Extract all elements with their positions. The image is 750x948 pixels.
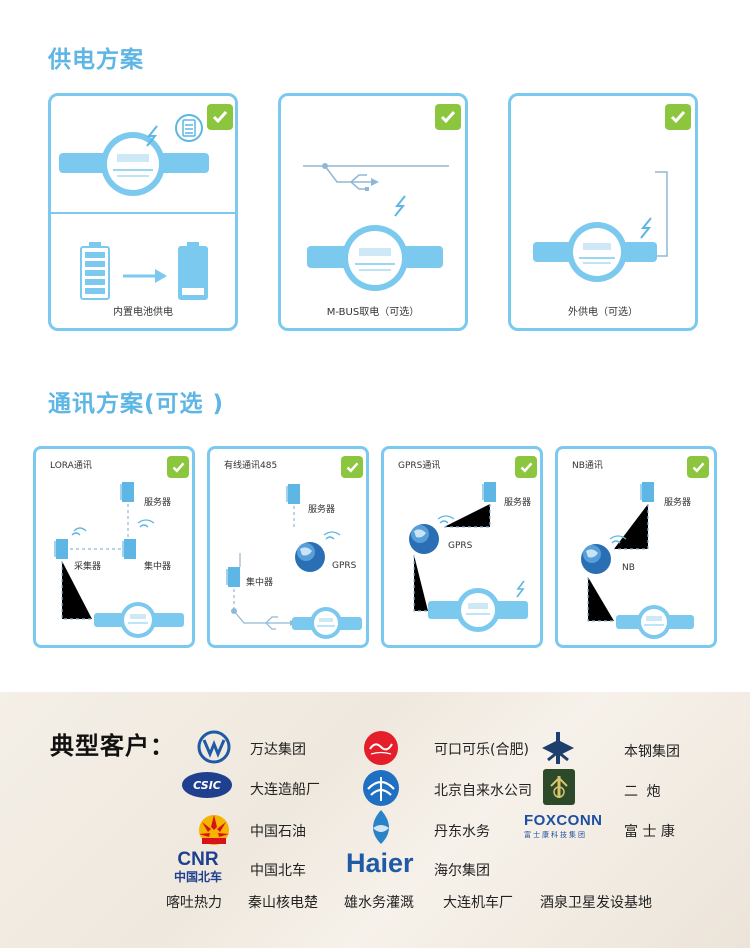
- csic-logo-icon: CSIC: [182, 772, 232, 798]
- lora-diagram: [54, 482, 184, 638]
- beijing-water-logo-icon: [363, 770, 399, 806]
- water-meter-icon: [94, 602, 184, 638]
- empty-battery-icon: [178, 242, 208, 300]
- customers-section: 典型客户： 万达集团 可口可乐(合肥) 本钢集团 CSIC 大连造船厂 北京自来…: [0, 692, 750, 948]
- server-icon: [482, 482, 496, 502]
- bottom-customer: 大连机车厂: [443, 895, 513, 911]
- erpao-logo-icon: [543, 769, 575, 805]
- power-section-title: 供电方案: [48, 47, 144, 73]
- water-meter-icon: [59, 132, 209, 196]
- nb-diagram: [581, 482, 694, 639]
- power-card-battery: 内置电池供电: [48, 93, 238, 331]
- bengang-logo-icon: [542, 732, 574, 764]
- server-label: 服务器: [664, 498, 692, 508]
- dandong-water-logo-icon: [373, 810, 389, 844]
- check-icon: [207, 104, 233, 130]
- check-icon: [515, 456, 537, 478]
- customer-name: 丹东水务: [434, 824, 490, 840]
- comm-card-label: LORA通讯: [50, 461, 92, 471]
- server-label: 服务器: [144, 498, 172, 508]
- server-icon: [286, 484, 300, 504]
- comm-card-nb: NB通讯 服务器 NB: [555, 446, 717, 648]
- check-icon: [665, 104, 691, 130]
- bottom-customer: 喀吐热力: [166, 895, 222, 911]
- gprs-label: GPRS: [332, 561, 357, 571]
- comm-card-gprs: GPRS通讯 服务器 GPRS: [381, 446, 543, 648]
- customer-name: 北京自来水公司: [434, 783, 532, 799]
- battery-illustration: [51, 114, 235, 300]
- gprs-label: GPRS: [448, 541, 473, 551]
- customer-name: 富 士 康: [624, 824, 675, 840]
- server-icon: [120, 482, 134, 502]
- cnr-logo-text: CNR: [177, 849, 219, 870]
- check-icon: [341, 456, 363, 478]
- power-card-external: 外供电（可选）: [508, 93, 698, 331]
- customer-name: 大连造船厂: [250, 782, 320, 798]
- globe-icon: [295, 542, 325, 572]
- bottom-customer: 酒泉卫星发设基地: [540, 895, 652, 911]
- bottom-customer: 秦山核电楚: [248, 895, 318, 911]
- globe-icon: [409, 524, 439, 554]
- water-meter-icon: [533, 222, 657, 282]
- comm-card-485: 有线通讯485 服务器 GPRS 集中器: [207, 446, 369, 648]
- petrochina-logo-icon: [199, 815, 229, 845]
- card-caption: M-BUS取电（可选）: [326, 307, 420, 318]
- check-icon: [435, 104, 461, 130]
- collector-icon: [54, 539, 68, 559]
- cnr-logo-subtext: 中国北车: [173, 870, 222, 884]
- cnr-logo-icon: CNR 中国北车: [164, 850, 232, 886]
- customer-name: 万达集团: [250, 742, 306, 758]
- check-icon: [167, 456, 189, 478]
- customer-name: 本钢集团: [624, 744, 680, 760]
- coca-cola-logo-icon: [364, 731, 398, 765]
- water-meter-icon: [616, 605, 694, 639]
- comm-card-label: NB通讯: [572, 461, 603, 471]
- concentrator-icon: [226, 567, 240, 587]
- wanda-logo-icon: [197, 730, 231, 764]
- concentrator-icon: [122, 539, 136, 559]
- full-battery-icon: [80, 242, 110, 300]
- csic-logo-text: CSIC: [193, 778, 221, 792]
- comm-card-label: GPRS通讯: [398, 461, 441, 471]
- comm-section-title: 通讯方案(可选 ): [48, 391, 225, 417]
- wired-485-diagram: [226, 484, 362, 639]
- water-meter-icon: [292, 607, 362, 639]
- card-caption: 外供电（可选）: [568, 307, 638, 318]
- comm-card-label: 有线通讯485: [224, 461, 278, 471]
- customer-name: 二 炮: [624, 784, 663, 800]
- server-icon: [640, 482, 654, 502]
- check-icon: [687, 456, 709, 478]
- nb-label: NB: [622, 563, 635, 573]
- mbus-illustration: [303, 163, 449, 291]
- card-caption: 内置电池供电: [113, 307, 173, 318]
- foxconn-logo-text: FOXCONN: [524, 812, 603, 829]
- customer-name: 中国北车: [250, 863, 306, 879]
- customers-title: 典型客户：: [50, 732, 175, 760]
- server-label: 服务器: [504, 498, 532, 508]
- comm-card-lora: LORA通讯 服务器 采集器 集中器: [33, 446, 195, 648]
- concentrator-label: 集中器: [246, 578, 274, 588]
- power-card-mbus: M-BUS取电（可选）: [278, 93, 468, 331]
- gprs-diagram: [409, 482, 528, 632]
- server-label: 服务器: [308, 505, 336, 515]
- customer-name: 中国石油: [250, 824, 306, 840]
- foxconn-logo-icon: FOXCONN 富士康科技集团: [524, 812, 604, 842]
- foxconn-logo-subtext: 富士康科技集团: [524, 831, 587, 839]
- haier-logo-icon: Haier: [346, 848, 414, 878]
- concentrator-label: 集中器: [144, 562, 172, 572]
- external-power-illustration: [533, 171, 668, 282]
- customer-name: 海尔集团: [434, 863, 490, 879]
- globe-icon: [581, 544, 611, 574]
- water-meter-icon: [428, 588, 528, 632]
- water-meter-icon: [307, 225, 443, 291]
- customer-name: 可口可乐(合肥): [434, 742, 529, 758]
- collector-label: 采集器: [74, 562, 102, 572]
- bottom-customer: 雄水务灌溉: [344, 895, 414, 911]
